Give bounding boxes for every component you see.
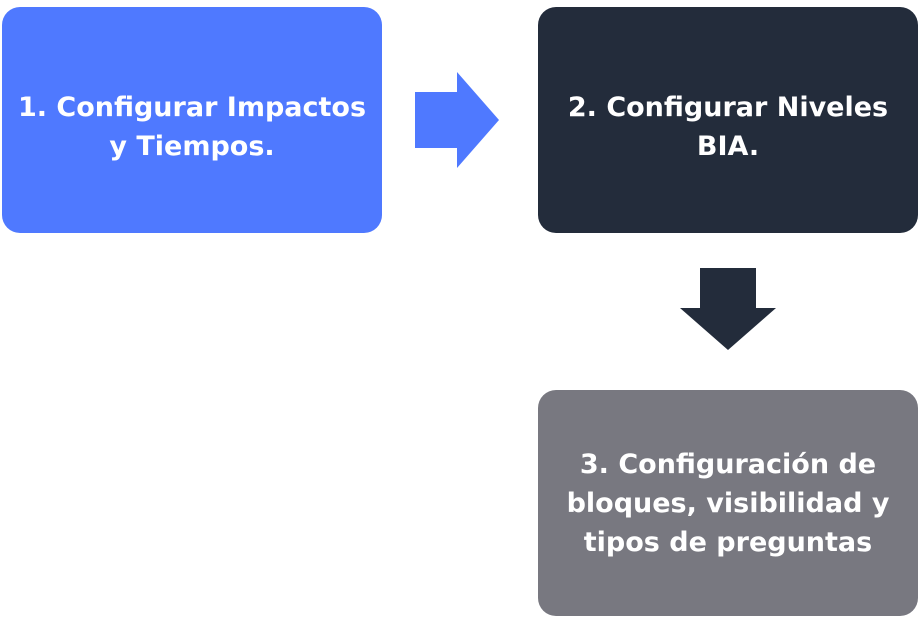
step-2-box: 2. Configurar Niveles BIA. — [538, 7, 918, 233]
step-1-label: 1. Configurar Impactos y Tiempos. — [17, 92, 367, 162]
step-1-box: 1. Configurar Impactos y Tiempos. — [2, 7, 382, 233]
arrow-right-icon — [415, 72, 499, 168]
arrow-down-shape — [680, 268, 776, 350]
step-3-box: 3. Configuración de bloques, visibilidad… — [538, 390, 918, 616]
step-2-label: 2. Configurar Niveles BIA. — [567, 92, 889, 162]
arrow-right-shape — [415, 72, 499, 168]
arrow-down-icon — [680, 268, 776, 350]
step-3-label: 3. Configuración de bloques, visibilidad… — [566, 449, 890, 558]
